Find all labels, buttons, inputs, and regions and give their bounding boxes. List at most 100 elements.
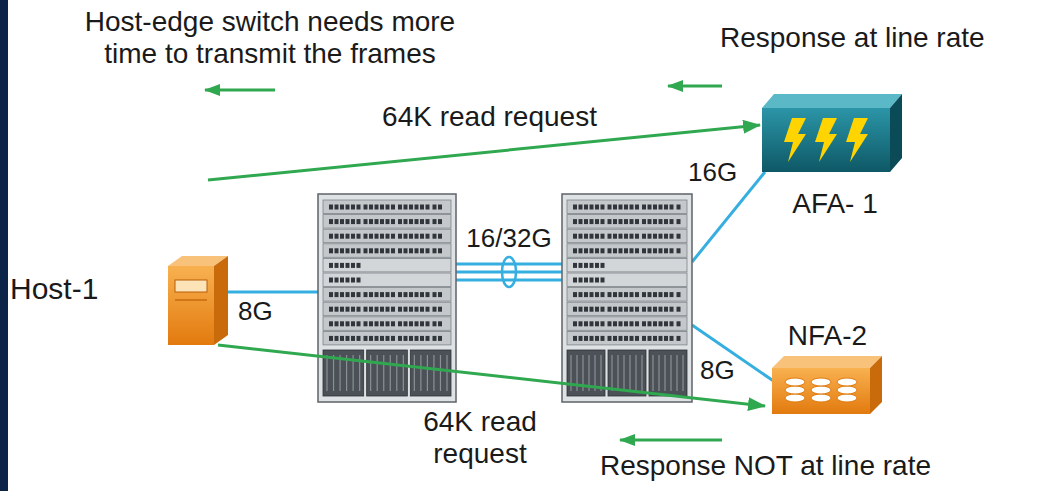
- switch-chassis: [590, 205, 594, 210]
- disk-array-icon: [772, 356, 882, 414]
- switch-chassis: [567, 288, 687, 302]
- switch-chassis: [415, 248, 419, 253]
- switch-chassis: [613, 234, 617, 239]
- switch-chassis: [664, 321, 668, 326]
- switch-chassis: [664, 355, 665, 391]
- disk-array-icon: [811, 386, 831, 394]
- switch-chassis: [584, 263, 588, 268]
- switch-chassis: [664, 205, 668, 210]
- switch-chassis: [438, 248, 442, 253]
- switch-chassis: [611, 355, 612, 391]
- switch-chassis: [590, 292, 594, 297]
- switch-chassis: [608, 219, 612, 224]
- switch-chassis: [619, 336, 623, 341]
- switch-chassis: [624, 234, 628, 239]
- switch-chassis: [619, 307, 623, 312]
- switch-chassis: [335, 336, 339, 341]
- flash-array-icon: [762, 94, 902, 108]
- switch-chassis: [415, 205, 419, 210]
- switch-chassis: [648, 292, 652, 297]
- flash-array-icon: [890, 94, 902, 172]
- switch-chassis: [433, 336, 437, 341]
- switch-chassis: [624, 219, 628, 224]
- switch-chassis: [584, 278, 588, 283]
- switch-chassis: [653, 205, 657, 210]
- switch-chassis: [380, 336, 384, 341]
- switch-chassis: [340, 278, 344, 283]
- switch-chassis: [391, 205, 395, 210]
- switch-chassis: [340, 205, 344, 210]
- switch-chassis: [677, 292, 681, 297]
- fc-cable: [456, 279, 562, 282]
- switch-chassis: [346, 307, 350, 312]
- switch-chassis: [676, 355, 677, 391]
- switch-chassis: [608, 234, 612, 239]
- flash-array-icon: [815, 118, 837, 162]
- switch-chassis: [346, 336, 350, 341]
- switch-chassis: [584, 248, 588, 253]
- switch-chassis: [664, 248, 668, 253]
- switch-chassis: [562, 194, 692, 402]
- switch-chassis: [613, 292, 617, 297]
- switch-chassis: [426, 307, 430, 312]
- response-arrow: [205, 86, 722, 440]
- switch-chassis: [635, 205, 639, 210]
- switch-chassis: [398, 219, 402, 224]
- switch-chassis: [375, 336, 379, 341]
- disk-array-icon: [837, 378, 857, 386]
- switch-chassis: [601, 234, 605, 239]
- switch-chassis: [346, 263, 350, 268]
- switch-chassis: [326, 355, 327, 391]
- switch-chassis: [335, 234, 339, 239]
- switch-chassis: [653, 307, 657, 312]
- switch-chassis: [630, 321, 634, 326]
- switch-chassis: [653, 292, 657, 297]
- switch-chassis: [404, 219, 408, 224]
- switch-chassis: [357, 205, 361, 210]
- switch-chassis: [375, 307, 379, 312]
- flash-array-icon: [762, 108, 890, 172]
- switch-chassis: [404, 248, 408, 253]
- switch-chassis: [409, 219, 413, 224]
- switch-chassis: [329, 263, 333, 268]
- switch-chassis: [340, 307, 344, 312]
- switch-chassis: [624, 307, 628, 312]
- switch-chassis: [375, 321, 379, 326]
- switch-chassis: [579, 321, 583, 326]
- server-icon: Host-1: [8, 180, 233, 345]
- switch-chassis: [329, 278, 333, 283]
- disk-array: NFA-2: [765, 320, 890, 416]
- switch-chassis: [357, 263, 361, 268]
- switch-chassis: [364, 336, 368, 341]
- flash-array: AFA- 1: [760, 90, 910, 225]
- switch-chassis: [357, 234, 361, 239]
- switch-chassis: [398, 248, 402, 253]
- switch-chassis: [346, 234, 350, 239]
- switch-chassis: [601, 336, 605, 341]
- switch-chassis: [579, 205, 583, 210]
- switch-chassis: [590, 234, 594, 239]
- switch-chassis: [415, 307, 419, 312]
- switch-chassis: [573, 234, 577, 239]
- switch-chassis: [323, 215, 451, 229]
- switch-chassis: [659, 205, 663, 210]
- node-label: Host-1: [10, 272, 235, 307]
- switch-chassis: [608, 336, 612, 341]
- switch-chassis: [426, 292, 430, 297]
- switch-chassis: [601, 292, 605, 297]
- switch-chassis: [323, 317, 451, 331]
- switch-chassis: [351, 292, 355, 297]
- switch-chassis: [648, 219, 652, 224]
- switch-chassis: [648, 336, 652, 341]
- switch-chassis: [635, 292, 639, 297]
- switch-chassis: [351, 307, 355, 312]
- note-text: Host-edge switch needs more time to tran…: [60, 6, 480, 70]
- switch-chassis: [323, 244, 451, 257]
- link-speed: 8G: [700, 356, 735, 386]
- switch-chassis: [323, 331, 451, 345]
- link-speed: 8G: [238, 297, 273, 327]
- connector-group: [208, 125, 765, 406]
- switch-chassis: [664, 292, 668, 297]
- switch-chassis: [595, 292, 599, 297]
- switch-chassis: [318, 194, 456, 402]
